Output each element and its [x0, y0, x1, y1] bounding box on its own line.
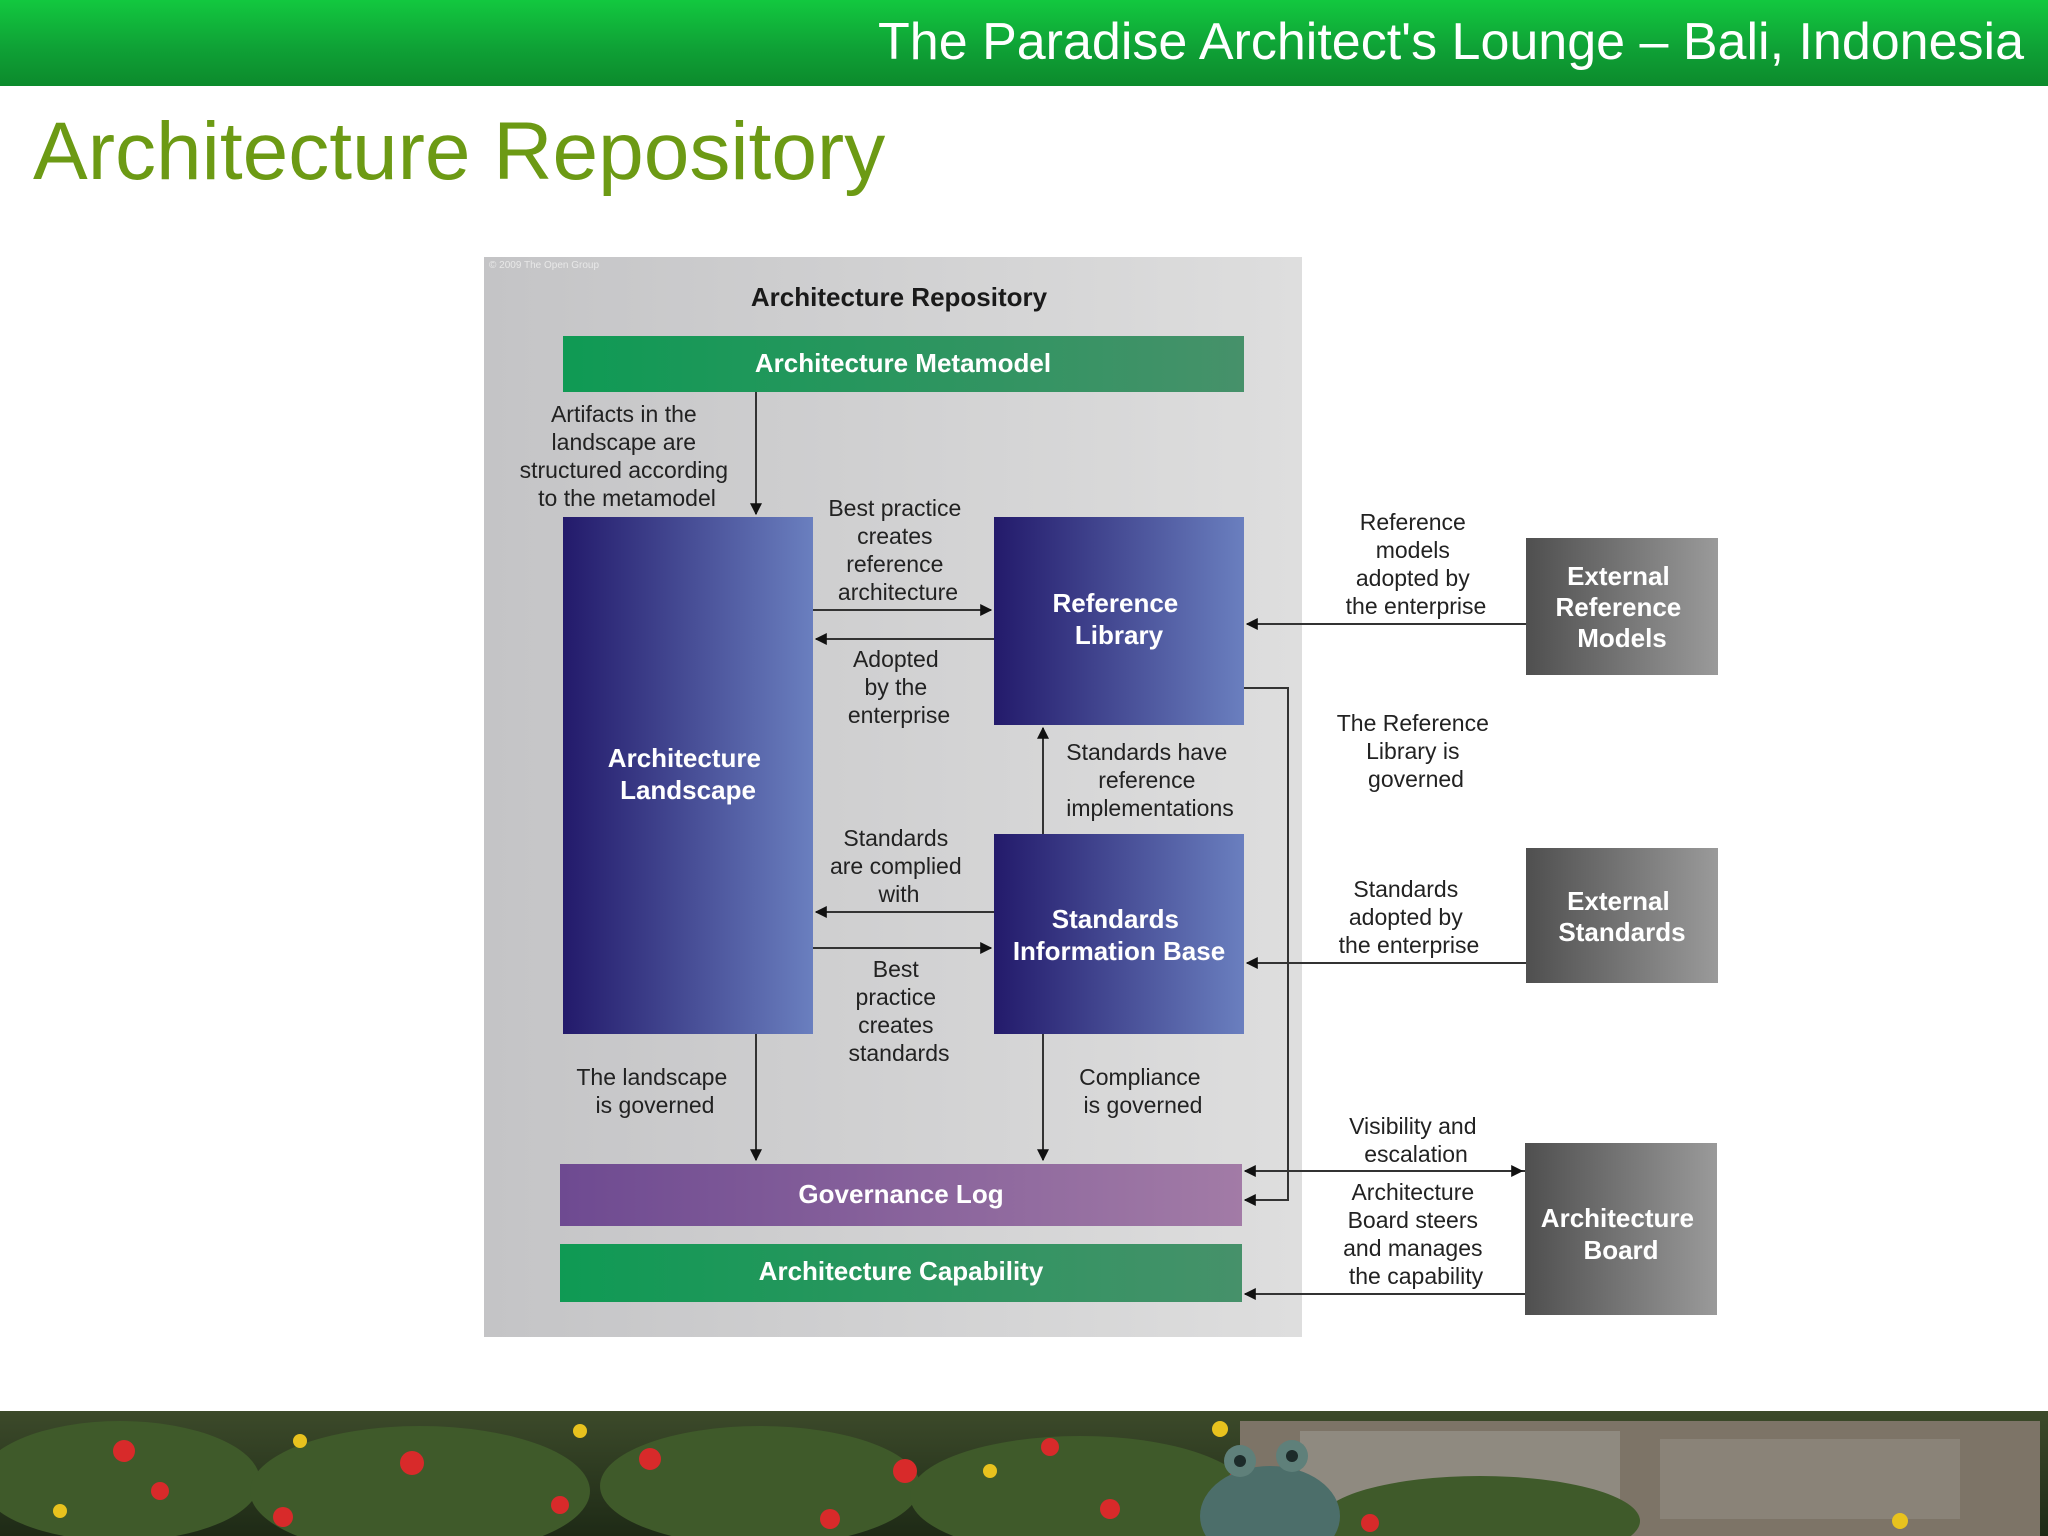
metamodel-box: Architecture Metamodel	[563, 336, 1244, 392]
line-reflib-to-govlog	[1243, 687, 1289, 1206]
label-std-ref-impl: Standards have reference implementations	[1066, 739, 1234, 821]
label-visibility: Visibility and escalation	[1349, 1113, 1483, 1167]
landscape-label-line: Architecture	[608, 743, 761, 773]
capability-label: Architecture Capability	[759, 1256, 1044, 1286]
standards-info-base-label-line: Standards	[1052, 904, 1179, 934]
label-std-adopted: Standards adopted by the enterprise	[1339, 876, 1480, 958]
governance-log-label: Governance Log	[798, 1179, 1003, 1209]
external-reference-models-label-line: External	[1567, 561, 1670, 591]
external-standards-label-line: Standards	[1558, 917, 1685, 947]
page-title: Architecture Repository	[33, 106, 886, 197]
copyright-text: © 2009 The Open Group	[489, 260, 599, 271]
capability-box: Architecture Capability	[560, 1244, 1242, 1302]
svg-text:Architecture Board: Architecture Board	[1541, 1203, 1701, 1265]
label-best-practice-std: Best practice creates standards	[848, 956, 949, 1066]
metamodel-label: Architecture Metamodel	[755, 348, 1051, 378]
label-artifacts: Artifacts in the landscape are structure…	[520, 401, 735, 511]
red-flowers	[113, 1438, 1379, 1532]
label-ref-lib-governed: The Reference Library is governed	[1337, 710, 1496, 792]
governance-log-box: Governance Log	[560, 1164, 1242, 1226]
label-ref-models-adopted: Reference models adopted by the enterpri…	[1346, 509, 1487, 619]
label-best-practice-ref: Best practice creates reference architec…	[828, 495, 967, 605]
label-adopted: Adopted by the enterprise	[848, 646, 950, 728]
label-compliance-governed: Compliance is governed	[1079, 1064, 1207, 1118]
reference-library-box: Reference Library	[994, 517, 1244, 725]
landscape-label-line: Landscape	[620, 775, 756, 805]
svg-text:Architecture Landscape: Architecture Landscape	[608, 743, 768, 805]
external-reference-models-label-line: Reference	[1556, 592, 1682, 622]
external-reference-models-box: External Reference Models	[1526, 538, 1718, 675]
yellow-flowers	[53, 1421, 1908, 1529]
architecture-board-box: Architecture Board	[1525, 1143, 1717, 1315]
header-title: The Paradise Architect's Lounge – Bali, …	[878, 13, 2024, 71]
garden-photo-strip	[0, 1411, 2048, 1536]
label-landscape-governed: The landscape is governed	[576, 1064, 733, 1118]
frog-statue	[1200, 1440, 1340, 1536]
architecture-board-label-line: Board	[1583, 1235, 1658, 1265]
external-standards-box: External Standards	[1526, 848, 1718, 983]
reference-library-label-line: Library	[1075, 620, 1164, 650]
connectors	[750, 392, 1526, 1300]
label-complied: Standards are complied with	[830, 825, 968, 907]
svg-text:Reference Library: Reference Library	[1053, 588, 1186, 650]
svg-text:External Standards: External Standards	[1558, 886, 1685, 947]
label-board-steers: Architecture Board steers and manages th…	[1343, 1179, 1489, 1289]
architecture-board-label-line: Architecture	[1541, 1203, 1694, 1233]
standards-info-base-label-line: Information Base	[1013, 936, 1225, 966]
external-reference-models-label-line: Models	[1577, 623, 1667, 653]
repository-panel-title: Architecture Repository	[751, 282, 1048, 312]
landscape-box: Architecture Landscape	[563, 517, 813, 1034]
svg-text:Standards Information Ba: Standards Information Base	[1013, 904, 1225, 966]
reference-library-label-line: Reference	[1053, 588, 1179, 618]
external-standards-label-line: External	[1567, 886, 1670, 916]
svg-text:External Reference: External Reference Models	[1556, 561, 1689, 653]
header-bar: The Paradise Architect's Lounge – Bali, …	[0, 0, 2048, 86]
standards-info-base-box: Standards Information Base	[994, 834, 1244, 1034]
